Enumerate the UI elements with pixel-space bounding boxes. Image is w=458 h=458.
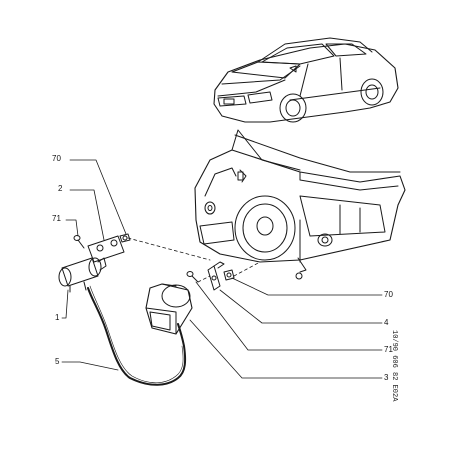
nut-70-right bbox=[223, 269, 235, 281]
assembly-guides bbox=[127, 237, 261, 283]
callout-4: 4 bbox=[384, 318, 389, 327]
car-rear-wheel bbox=[360, 78, 384, 106]
car-front-wheel bbox=[279, 93, 307, 123]
screw-71-left bbox=[73, 235, 85, 249]
callout-5: 5 bbox=[55, 357, 60, 366]
nut-70-top bbox=[119, 233, 131, 243]
front-panel-assembly bbox=[194, 129, 406, 280]
lamp-aperture bbox=[234, 195, 296, 261]
horn-bracket bbox=[207, 261, 225, 291]
leader-lines bbox=[61, 159, 383, 379]
car-illustration bbox=[213, 37, 399, 123]
screw-71-right bbox=[186, 271, 199, 283]
washer-hose bbox=[87, 287, 187, 386]
callout-70-top: 70 bbox=[52, 154, 61, 163]
horn bbox=[145, 283, 193, 335]
callout-71-right: 71 bbox=[384, 345, 393, 354]
callout-3: 3 bbox=[384, 373, 389, 382]
callout-2: 2 bbox=[58, 184, 63, 193]
callout-1: 1 bbox=[55, 313, 60, 322]
callout-70-right: 70 bbox=[384, 290, 393, 299]
mounting-bracket bbox=[87, 235, 125, 263]
callout-71-left: 71 bbox=[52, 214, 61, 223]
washer-pump bbox=[58, 257, 107, 293]
catalog-stamp: 10/90 606 82 E02A bbox=[390, 330, 398, 402]
